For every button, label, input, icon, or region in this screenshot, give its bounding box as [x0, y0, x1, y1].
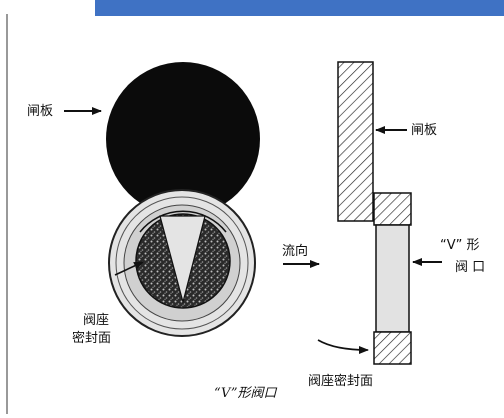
label-seat-left-line2: 密封面 [72, 331, 112, 346]
gate-disc [106, 62, 260, 216]
seat-section-top [373, 192, 412, 226]
seat-section-bottom [373, 331, 412, 365]
v-port-opening [375, 224, 410, 333]
label-v-port-line1: “V” 形 [440, 238, 480, 253]
label-seat-left-line1: 阀座 [83, 313, 110, 328]
label-gate-right: 闸板 [411, 123, 438, 138]
top-banner [95, 0, 504, 16]
gate-plate-section [337, 61, 374, 222]
label-flow: 流向 [282, 244, 309, 259]
label-gate-left: 闸板 [27, 104, 54, 119]
label-seat-right: 阀座密封面 [308, 374, 374, 389]
valve-seat-front-view [108, 189, 256, 337]
arrow-seat-right [317, 339, 369, 354]
v-notch [159, 215, 206, 305]
arrow-seat-left [114, 261, 144, 276]
label-v-port-line2: 阀 口 [455, 260, 486, 275]
figure-caption: “V”形阀口 [214, 386, 277, 401]
